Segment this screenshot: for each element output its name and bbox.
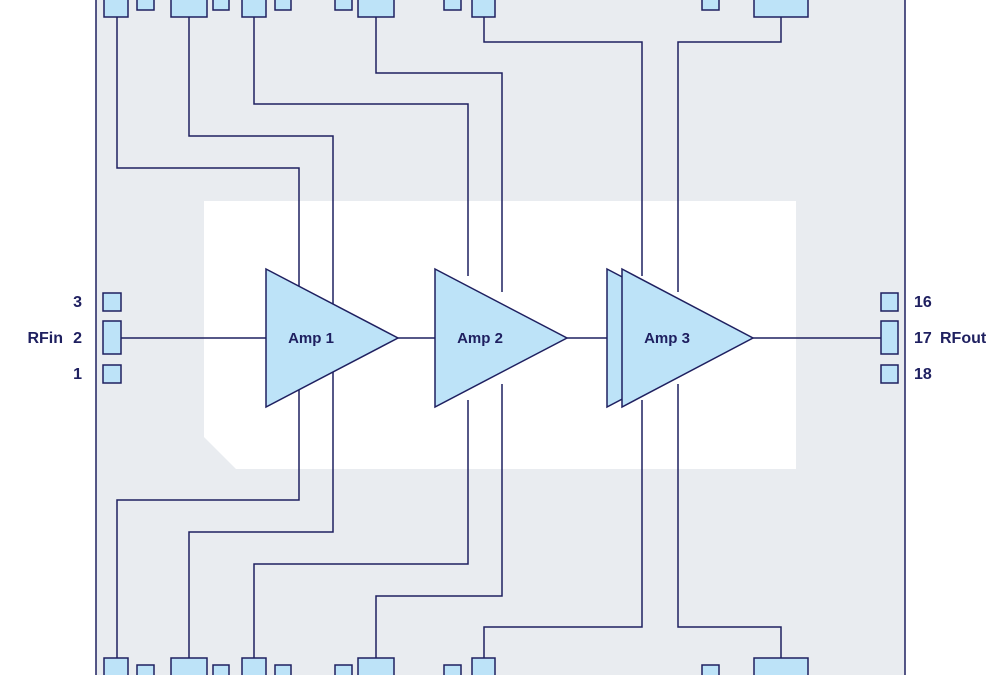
pin-16-number: 16 xyxy=(914,294,932,311)
bottom-pad xyxy=(170,657,208,675)
pin-17-name: RFout xyxy=(940,330,987,347)
trace xyxy=(483,17,643,276)
pin-3-pad xyxy=(102,292,122,312)
top-pad xyxy=(170,0,208,18)
pin-18-number: 18 xyxy=(914,366,932,383)
amplifier-1-triangle xyxy=(265,267,400,409)
pin-18-pad xyxy=(880,364,899,384)
trace xyxy=(375,384,503,658)
top-pad-small xyxy=(701,0,720,11)
bias-traces xyxy=(116,17,881,658)
bottom-pad xyxy=(471,657,496,675)
top-pad xyxy=(471,0,496,18)
bottom-pad xyxy=(241,657,267,675)
pin-2-number: 2 xyxy=(73,330,82,347)
trace xyxy=(677,17,782,292)
pin-3-number: 3 xyxy=(73,294,82,311)
amplifier-1-label: Amp 1 xyxy=(288,330,334,347)
trace xyxy=(483,400,643,658)
trace xyxy=(677,384,782,658)
pin-17-rfout-pad xyxy=(880,320,899,355)
pin-16-pad xyxy=(880,292,899,312)
pin-2-rfin-pad xyxy=(102,320,122,355)
trace xyxy=(116,388,300,658)
trace xyxy=(375,17,503,292)
top-pad-small xyxy=(443,0,462,11)
trace xyxy=(188,369,334,658)
top-pad xyxy=(357,0,395,18)
amplifier-2-label: Amp 2 xyxy=(457,330,503,347)
bottom-pad-small xyxy=(701,664,720,675)
bottom-pad-small xyxy=(136,664,155,675)
pin-17-number: 17 xyxy=(914,330,932,347)
top-pad-small xyxy=(274,0,292,11)
pin-1-pad xyxy=(102,364,122,384)
trace xyxy=(253,400,469,658)
top-pad-small xyxy=(212,0,230,11)
pin-2-name: RFin xyxy=(27,330,63,347)
amplifier-2-triangle xyxy=(434,267,569,409)
top-pad xyxy=(103,0,129,18)
trace xyxy=(116,17,300,288)
trace xyxy=(253,17,469,276)
bottom-pad-small xyxy=(274,664,292,675)
top-pad xyxy=(753,0,809,18)
bottom-pad xyxy=(103,657,129,675)
amplifier-3-triangle xyxy=(621,267,755,409)
amplifier-3-label: Amp 3 xyxy=(644,330,690,347)
pin-1-number: 1 xyxy=(73,366,82,383)
bottom-pad-small xyxy=(212,664,230,675)
bottom-pad xyxy=(753,657,809,675)
bottom-pad-small xyxy=(334,664,353,675)
top-pad xyxy=(241,0,267,18)
bottom-pad-small xyxy=(443,664,462,675)
top-pad-small xyxy=(334,0,353,11)
bottom-pad xyxy=(357,657,395,675)
trace xyxy=(188,17,334,307)
top-pad-small xyxy=(136,0,155,11)
